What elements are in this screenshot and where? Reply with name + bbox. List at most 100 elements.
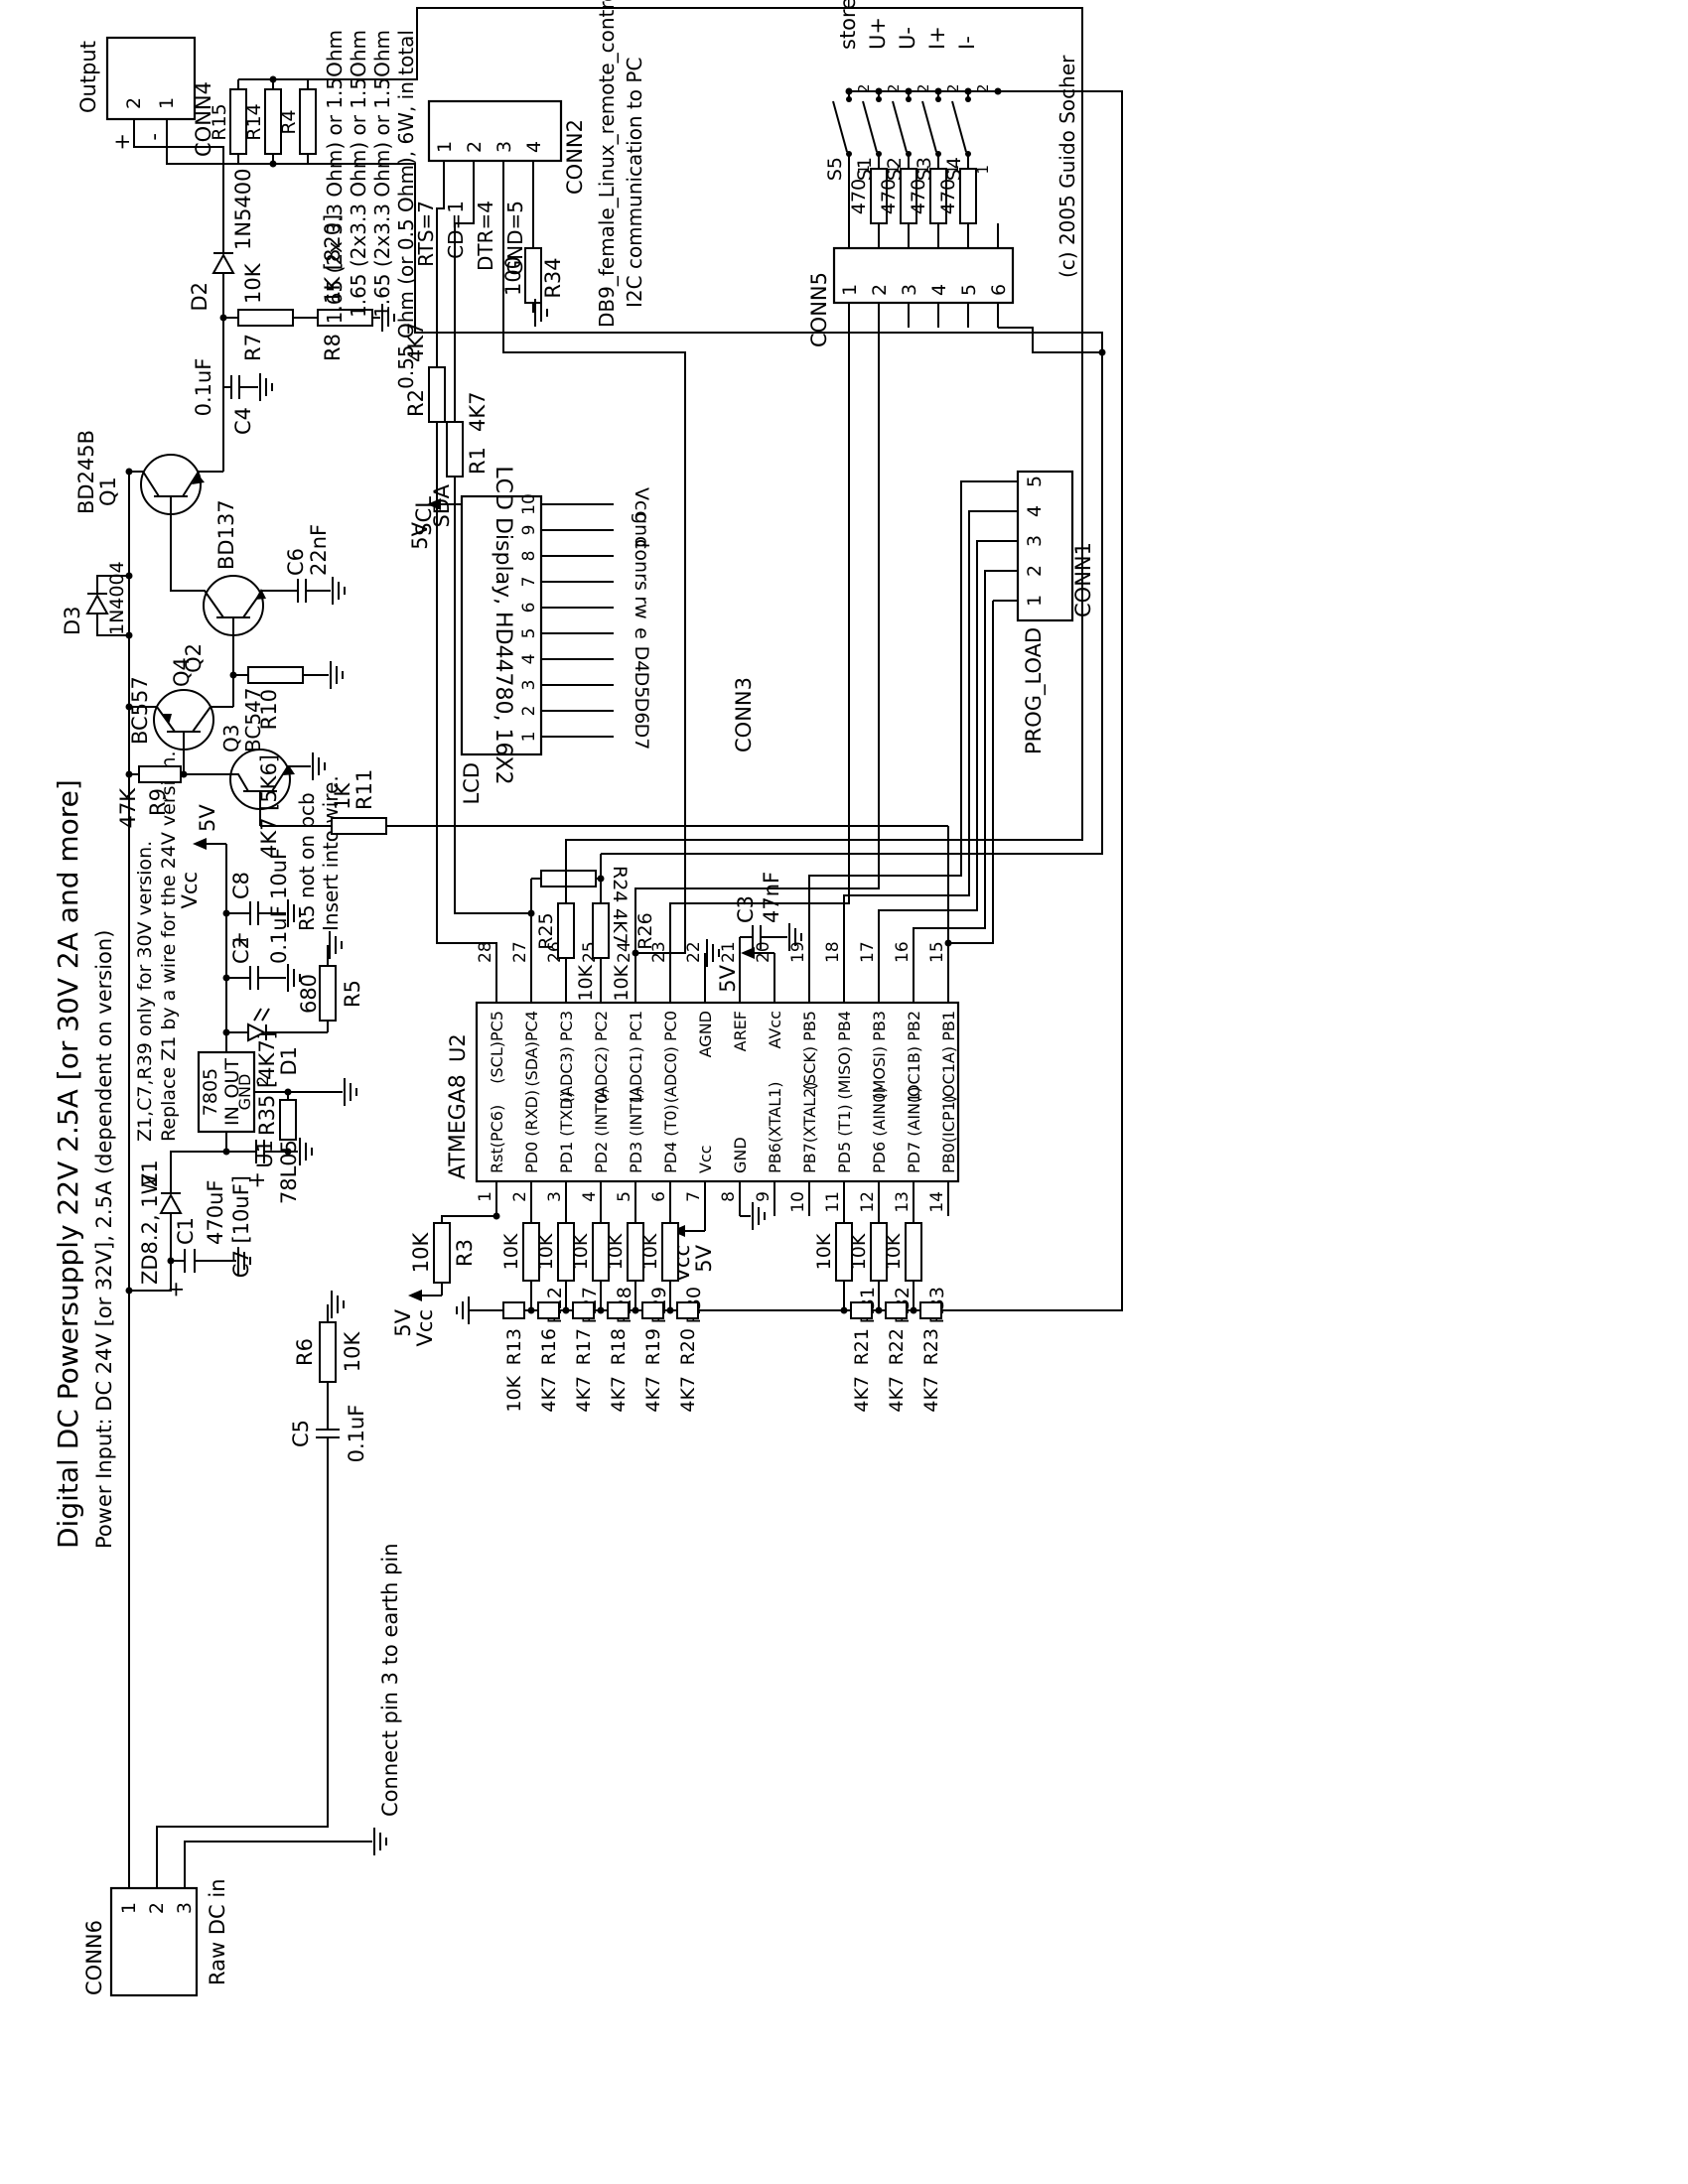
reset-5v: 5V <box>391 1308 415 1336</box>
pin-name: (ADC2) PC2 <box>592 1011 611 1103</box>
resistor-470: 470 <box>878 154 917 224</box>
lcd-pin: 7 rs <box>519 573 652 591</box>
pin-number: 4 <box>519 654 539 665</box>
pin-number: 13 <box>893 1191 913 1213</box>
pin-name: PD0 (RXD) <box>522 1090 541 1173</box>
switch-pin1: 1 <box>944 165 962 175</box>
conn1-pin: 4 <box>993 505 1046 517</box>
r8-value: 1K [820] <box>321 214 345 304</box>
switch-ref: S3 <box>914 157 935 181</box>
pin-name: (SCK) PB5 <box>800 1011 819 1090</box>
pin-number: 3 <box>545 1191 565 1202</box>
r25-value: 10K <box>575 964 597 1001</box>
pin-number: 4 <box>523 141 545 153</box>
pin-number: 5 <box>615 1191 634 1202</box>
c1-value: 470uF <box>204 1180 227 1245</box>
vcc-arrow-reset <box>407 1289 443 1302</box>
value: 4K7 <box>851 1376 873 1413</box>
value: 470 <box>937 179 959 214</box>
value: 10K <box>503 1375 525 1412</box>
pin-name: Rst(PC6) <box>488 1105 506 1173</box>
mcu-pin: 24 (ADC1) PC1 <box>615 941 645 1103</box>
pin-name: GND <box>731 1137 750 1173</box>
copyright: (c) 2005 Guido Socher <box>1055 55 1079 278</box>
mcu-left-pins: 1 Rst(PC6) 2 PD0 (RXD) 3 PD1 (TXD) 4 PD2… <box>476 1081 958 1216</box>
r9-ref: R9 <box>146 788 170 816</box>
pin-number: 3 <box>493 141 515 153</box>
conn1-pins: 1 2 3 4 5 <box>993 476 1046 607</box>
switch-pin2: 2 <box>974 83 992 93</box>
r5-ref: R5 <box>341 980 364 1008</box>
pin-signal: DTR=4 <box>474 201 497 271</box>
c3-value: 47nF <box>760 872 783 923</box>
dac-series-bot: R21 4K7 R22 4K7 R23 4K7 <box>850 1301 942 1413</box>
c8-value: 10uF <box>267 848 291 899</box>
value: 470 <box>878 179 900 214</box>
junction-dots <box>125 75 1106 1314</box>
avcc-5v: 5V <box>716 964 740 992</box>
switch-label: U- <box>896 27 919 50</box>
pin-name: rs <box>631 573 652 591</box>
mcu-pin: 4 PD2 (INT0) <box>580 1088 611 1216</box>
lcd-block: LCD Display, HD44780, 16X2 1 D7 2 D6 3 D… <box>408 466 756 804</box>
conn2-pins: 1 RTS=7 2 CD=1 3 DTR=4 4 GND=5 <box>414 141 545 275</box>
value: 4K7 <box>886 1376 908 1413</box>
c6-ref: C6 <box>284 548 308 576</box>
conn1-body <box>1016 470 1074 622</box>
mcu-pin: 1 Rst(PC6) <box>476 1105 506 1216</box>
value: 470 <box>848 179 870 214</box>
pin-name: D5 <box>631 672 652 699</box>
switch-ref: S1 <box>854 157 876 181</box>
dac-series-top: R13 10K R16 4K7 R17 4K7 R18 4K7 R19 4K7 <box>502 1301 699 1413</box>
pin-number: 4 <box>928 284 950 296</box>
pin-number: 24 <box>615 941 634 963</box>
resistor-r3 <box>433 1222 451 1284</box>
pin-name: PD4 (T0) <box>661 1104 680 1173</box>
pin-name: (OC1B) PB2 <box>905 1011 923 1103</box>
pin-name: PD6 (AIN0) <box>870 1086 889 1173</box>
ref: R17 <box>573 1328 595 1365</box>
mcu-pin: 16 (OC1B) PB2 <box>893 941 923 1103</box>
conn4-body <box>105 36 197 121</box>
r35-label: R35 [4K7] <box>255 1031 279 1136</box>
value: 10K <box>570 1233 592 1270</box>
pin-number: 21 <box>719 941 739 963</box>
pin-name: (ADC1) PC1 <box>627 1011 645 1103</box>
r3-ref: R3 <box>453 1239 477 1267</box>
switch-pin1: 1 <box>974 165 992 175</box>
c5-ref: C5 <box>289 1420 313 1447</box>
output-label: Output <box>76 41 100 113</box>
conn6-pin: 3 <box>174 1856 196 1914</box>
dac-resistor: 10K R31 <box>813 1216 879 1323</box>
r6-ref: R6 <box>293 1338 317 1366</box>
lcd-pin: 3 D5 <box>519 672 652 699</box>
conn2-pin: 1 RTS=7 <box>414 141 456 267</box>
dac-resistor: R23 4K7 <box>919 1301 942 1413</box>
value: 10K <box>639 1233 661 1270</box>
pin-name: e <box>631 627 652 639</box>
conn2-body <box>427 99 563 163</box>
resistor-r7 <box>237 309 294 327</box>
switch: S2 U- 1 2 <box>884 27 932 181</box>
c4-ref: C4 <box>231 407 255 435</box>
v5-label: 5V <box>196 804 219 832</box>
resistor-r26 <box>592 902 610 959</box>
switch: S3 I+ 1 2 <box>914 26 962 181</box>
value: 10K <box>848 1233 870 1270</box>
pin-number: 5 <box>1024 476 1046 487</box>
dac-resistor: 10K R29 <box>605 1216 670 1323</box>
q3-ref: Q3 <box>219 725 243 752</box>
r10-value: 4K7 [5K6] <box>257 754 281 858</box>
pin-number: 23 <box>649 941 669 963</box>
resistor-470: 470 <box>937 154 977 224</box>
regulator: C7 [10uF] + R35 [4K7] 7805 IN OUT GND 2 … <box>178 775 364 1278</box>
value: 470 <box>908 179 929 214</box>
earth-note: Connect pin 3 to earth pin <box>378 1543 402 1817</box>
driver-stage: BC557 Q4 47K R9 Q3 BC547 R10 4K7 [5K6] 1… <box>116 617 949 943</box>
switch-pin2: 2 <box>944 83 962 93</box>
r24-value: 4K7 <box>609 908 631 945</box>
dac-resistor: R18 4K7 <box>607 1301 630 1413</box>
value: 10K <box>535 1233 557 1270</box>
pin-name: (MOSI) PB3 <box>870 1011 889 1100</box>
